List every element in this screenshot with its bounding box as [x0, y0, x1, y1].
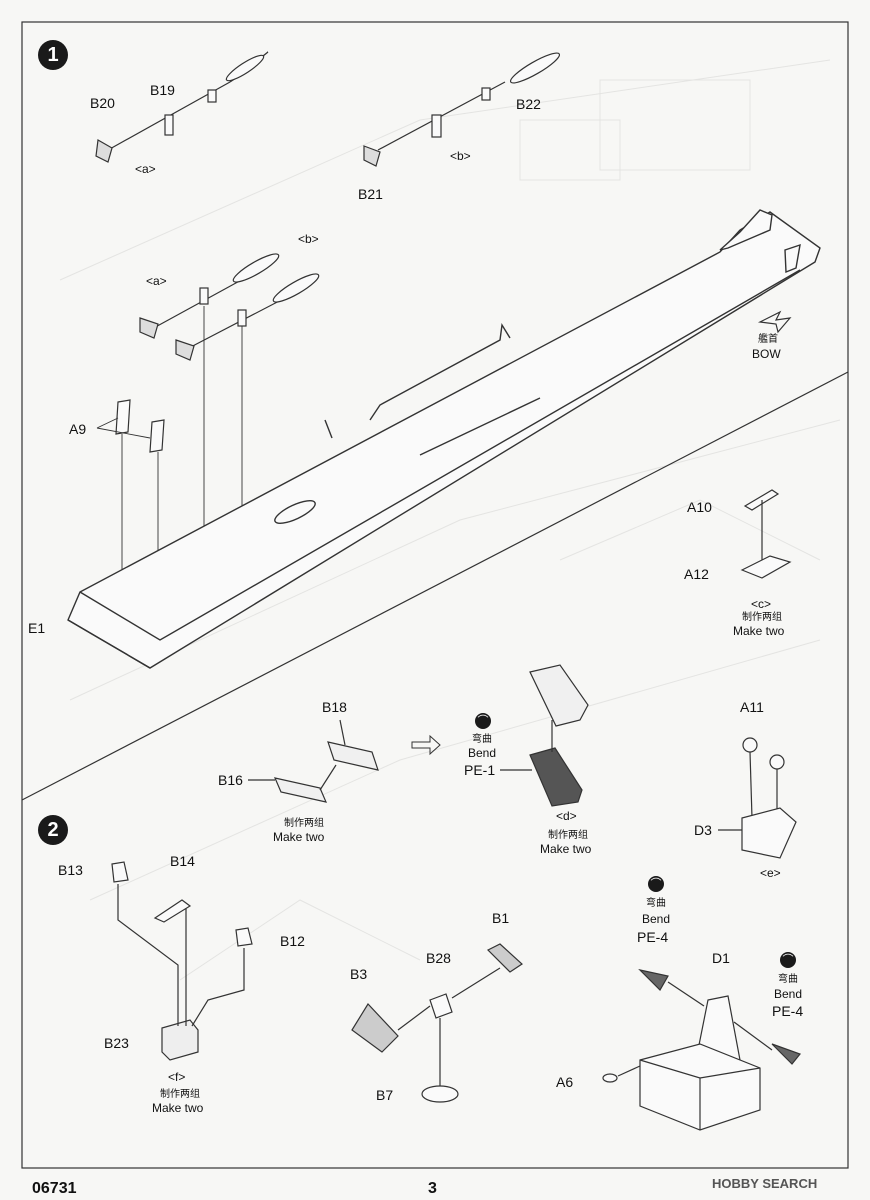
label-d1: D1 [712, 950, 730, 966]
bow-cn: 艦首 [758, 334, 778, 345]
label-b13: B13 [58, 862, 83, 878]
shaft-pair-lower [139, 253, 320, 361]
label-b7: B7 [376, 1087, 394, 1103]
label-b20: B20 [90, 95, 115, 111]
parts-a10-a12 [740, 489, 792, 579]
shaft-assembly-b [363, 52, 561, 167]
sub-a-top: <a> [135, 162, 156, 176]
label-a12: A12 [684, 566, 709, 582]
sub-e: <e> [760, 866, 781, 880]
label-b22: B22 [516, 96, 541, 112]
make-two-en-b: Make two [273, 830, 325, 844]
page-number: 3 [428, 1180, 437, 1197]
parts-b13-b23 [111, 861, 253, 1061]
make-two-en-d: Make two [540, 842, 592, 856]
label-b21: B21 [358, 186, 383, 202]
label-b14: B14 [170, 853, 195, 869]
make-two-en-c: Make two [733, 624, 785, 638]
sub-b-top: <b> [450, 149, 471, 163]
make-two-en-f: Make two [152, 1101, 204, 1115]
label-e1: E1 [28, 620, 46, 636]
make-two-cn-f: 制作两组 [160, 1089, 200, 1100]
bow-en: BOW [752, 347, 781, 361]
label-a9: A9 [69, 421, 87, 437]
sub-c: <c> [751, 597, 772, 611]
make-two-cn-b: 制作两组 [284, 818, 324, 829]
label-b12: B12 [280, 933, 305, 949]
bend-icon-pe4a: ⌒ [648, 876, 664, 892]
bend-cn-pe4a: 弯曲 [646, 898, 666, 909]
label-b23: B23 [104, 1035, 129, 1051]
label-a10: A10 [687, 499, 712, 515]
label-b28: B28 [426, 950, 451, 966]
parts-pe1-d [500, 664, 589, 807]
sub-d: <d> [556, 809, 577, 823]
bend-icon-pe1: ⌒ [475, 713, 491, 729]
label-b19: B19 [150, 82, 175, 98]
bend-icon-pe4b: ⌒ [780, 952, 796, 968]
sub-f: <f> [168, 1070, 186, 1084]
label-pe4b: PE-4 [772, 1003, 804, 1019]
part-d1-tower [602, 968, 801, 1131]
sub-b-lower: <b> [298, 232, 319, 246]
step-1-badge: 1 [38, 40, 68, 70]
label-pe4a: PE-4 [637, 929, 669, 945]
label-b3: B3 [350, 966, 368, 982]
sub-a-lower: <a> [146, 274, 167, 288]
fins-a9 [115, 399, 165, 453]
kit-number: 06731 [32, 1180, 77, 1197]
bend-en-pe1: Bend [468, 746, 497, 760]
bend-cn-pe4b: 弯曲 [778, 974, 798, 985]
shaft-assembly-a [95, 51, 269, 163]
watermark: HOBBY SEARCH [712, 1176, 818, 1191]
make-two-cn-c: 制作两组 [742, 612, 782, 623]
make-two-cn-d: 制作两组 [548, 830, 588, 841]
step-2-badge: 2 [38, 815, 68, 845]
label-pe1: PE-1 [464, 762, 496, 778]
label-a11: A11 [740, 699, 764, 715]
label-a6: A6 [556, 1074, 574, 1090]
label-d3: D3 [694, 822, 712, 838]
label-b1: B1 [492, 910, 510, 926]
parts-a11-d3 [718, 737, 797, 859]
bend-en-pe4a: Bend [642, 912, 671, 926]
bend-cn-pe1: 弯曲 [472, 734, 492, 745]
parts-b1-b7 [351, 943, 523, 1103]
hull-e1 [67, 209, 821, 669]
bend-en-pe4b: Bend [774, 987, 803, 1001]
label-b18: B18 [322, 699, 347, 715]
label-b16: B16 [218, 772, 243, 788]
parts-b18-b16 [248, 719, 379, 803]
